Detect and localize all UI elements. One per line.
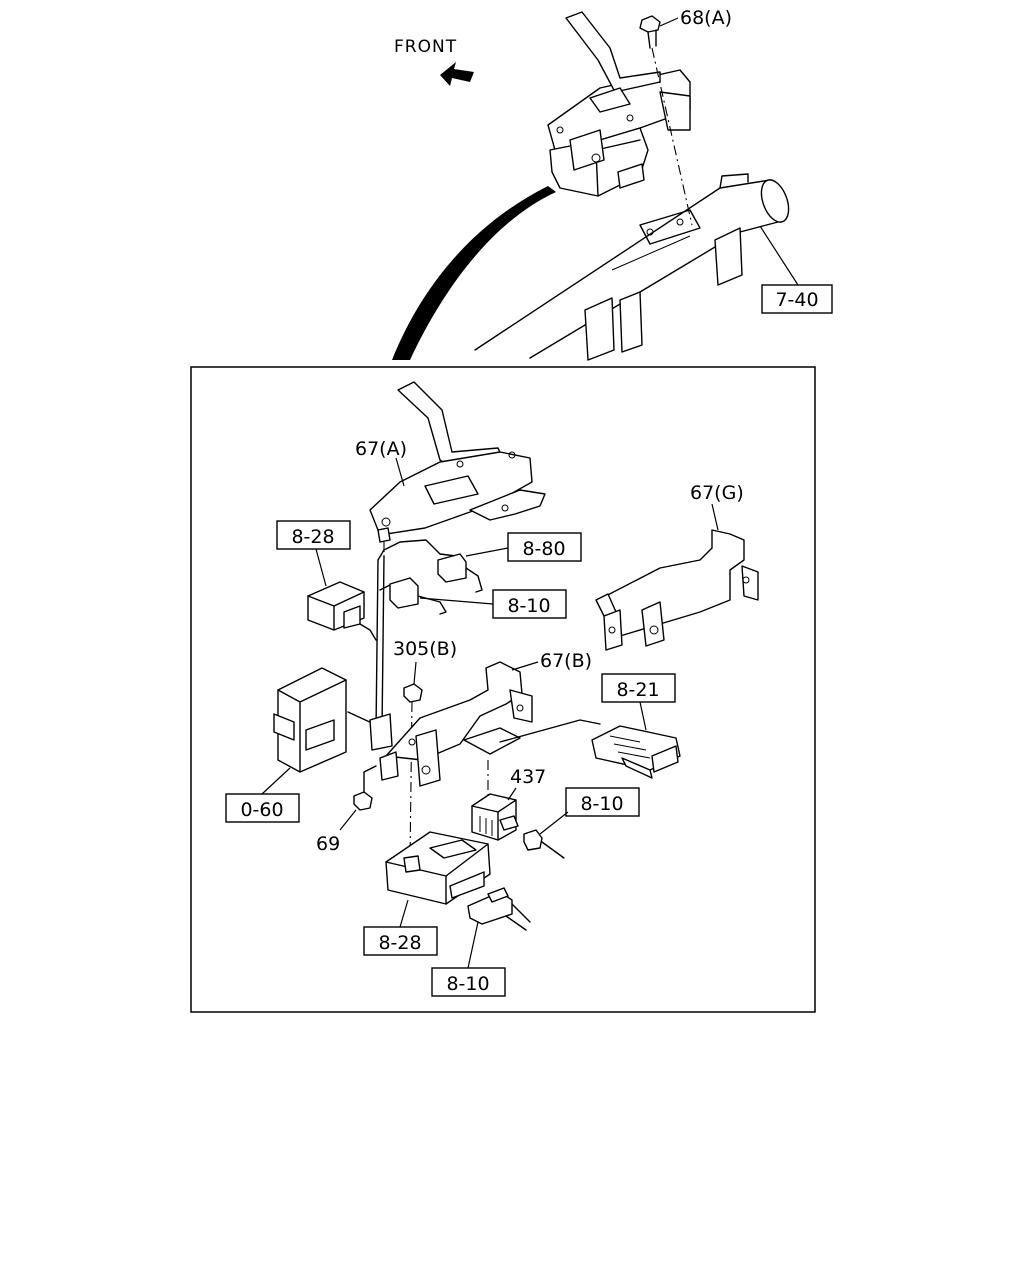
callout-0-60: 0-60	[240, 799, 283, 821]
callout-8-28-upper: 8-28	[291, 526, 334, 548]
callout-67b: 67(B)	[540, 650, 592, 672]
detail-frame	[190, 366, 816, 1013]
callout-69: 69	[316, 833, 340, 855]
front-label: FRONT	[394, 37, 457, 57]
callout-box-7-40	[761, 284, 833, 314]
bolt-68a	[639, 15, 693, 226]
connector-8-10-upper	[389, 577, 447, 615]
callout-8-10-middle: 8-10	[580, 793, 623, 815]
callout-box-8-10-lower	[431, 967, 506, 997]
control-module-8-28-lower	[385, 831, 491, 905]
callout-67a: 67(A)	[355, 438, 407, 460]
callout-box-8-80	[507, 532, 582, 562]
callout-box-8-28-upper	[276, 520, 351, 550]
callout-8-28-lower: 8-28	[378, 932, 421, 954]
callout-7-40: 7-40	[775, 289, 818, 311]
connector-8-10-middle	[523, 829, 565, 859]
cross-member-tube	[474, 173, 790, 361]
control-unit-0-60	[273, 667, 347, 773]
bracket-67g	[595, 529, 759, 651]
connector-8-10-lower	[467, 887, 531, 931]
bracket-67b	[369, 661, 533, 787]
top-bracket-assembly	[547, 11, 691, 197]
arrow-front-icon	[440, 62, 474, 86]
relay-437	[471, 760, 519, 841]
callout-8-10-upper: 8-10	[507, 595, 550, 617]
screw-upper	[377, 527, 391, 560]
wire-to-8-21	[499, 719, 601, 743]
connector-8-21	[591, 725, 681, 779]
callout-67g: 67(G)	[690, 482, 744, 504]
nut-69	[353, 765, 377, 811]
connector-8-80	[437, 553, 483, 593]
callout-305b: 305(B)	[393, 638, 457, 660]
callout-8-10-lower: 8-10	[446, 973, 489, 995]
callout-68a: 68(A)	[680, 7, 732, 29]
callout-box-8-10-middle	[565, 787, 640, 817]
leader-7-40	[759, 225, 799, 286]
callout-437: 437	[510, 766, 546, 788]
bracket-67a	[369, 381, 546, 536]
callout-box-8-21	[601, 673, 676, 703]
callout-box-8-28-lower	[363, 926, 438, 956]
detail-arrow	[392, 186, 556, 360]
front-direction-indicator: FRONT	[394, 37, 474, 86]
callout-8-21: 8-21	[616, 679, 659, 701]
callout-8-80: 8-80	[522, 538, 565, 560]
relay-8-28-upper	[307, 581, 365, 631]
